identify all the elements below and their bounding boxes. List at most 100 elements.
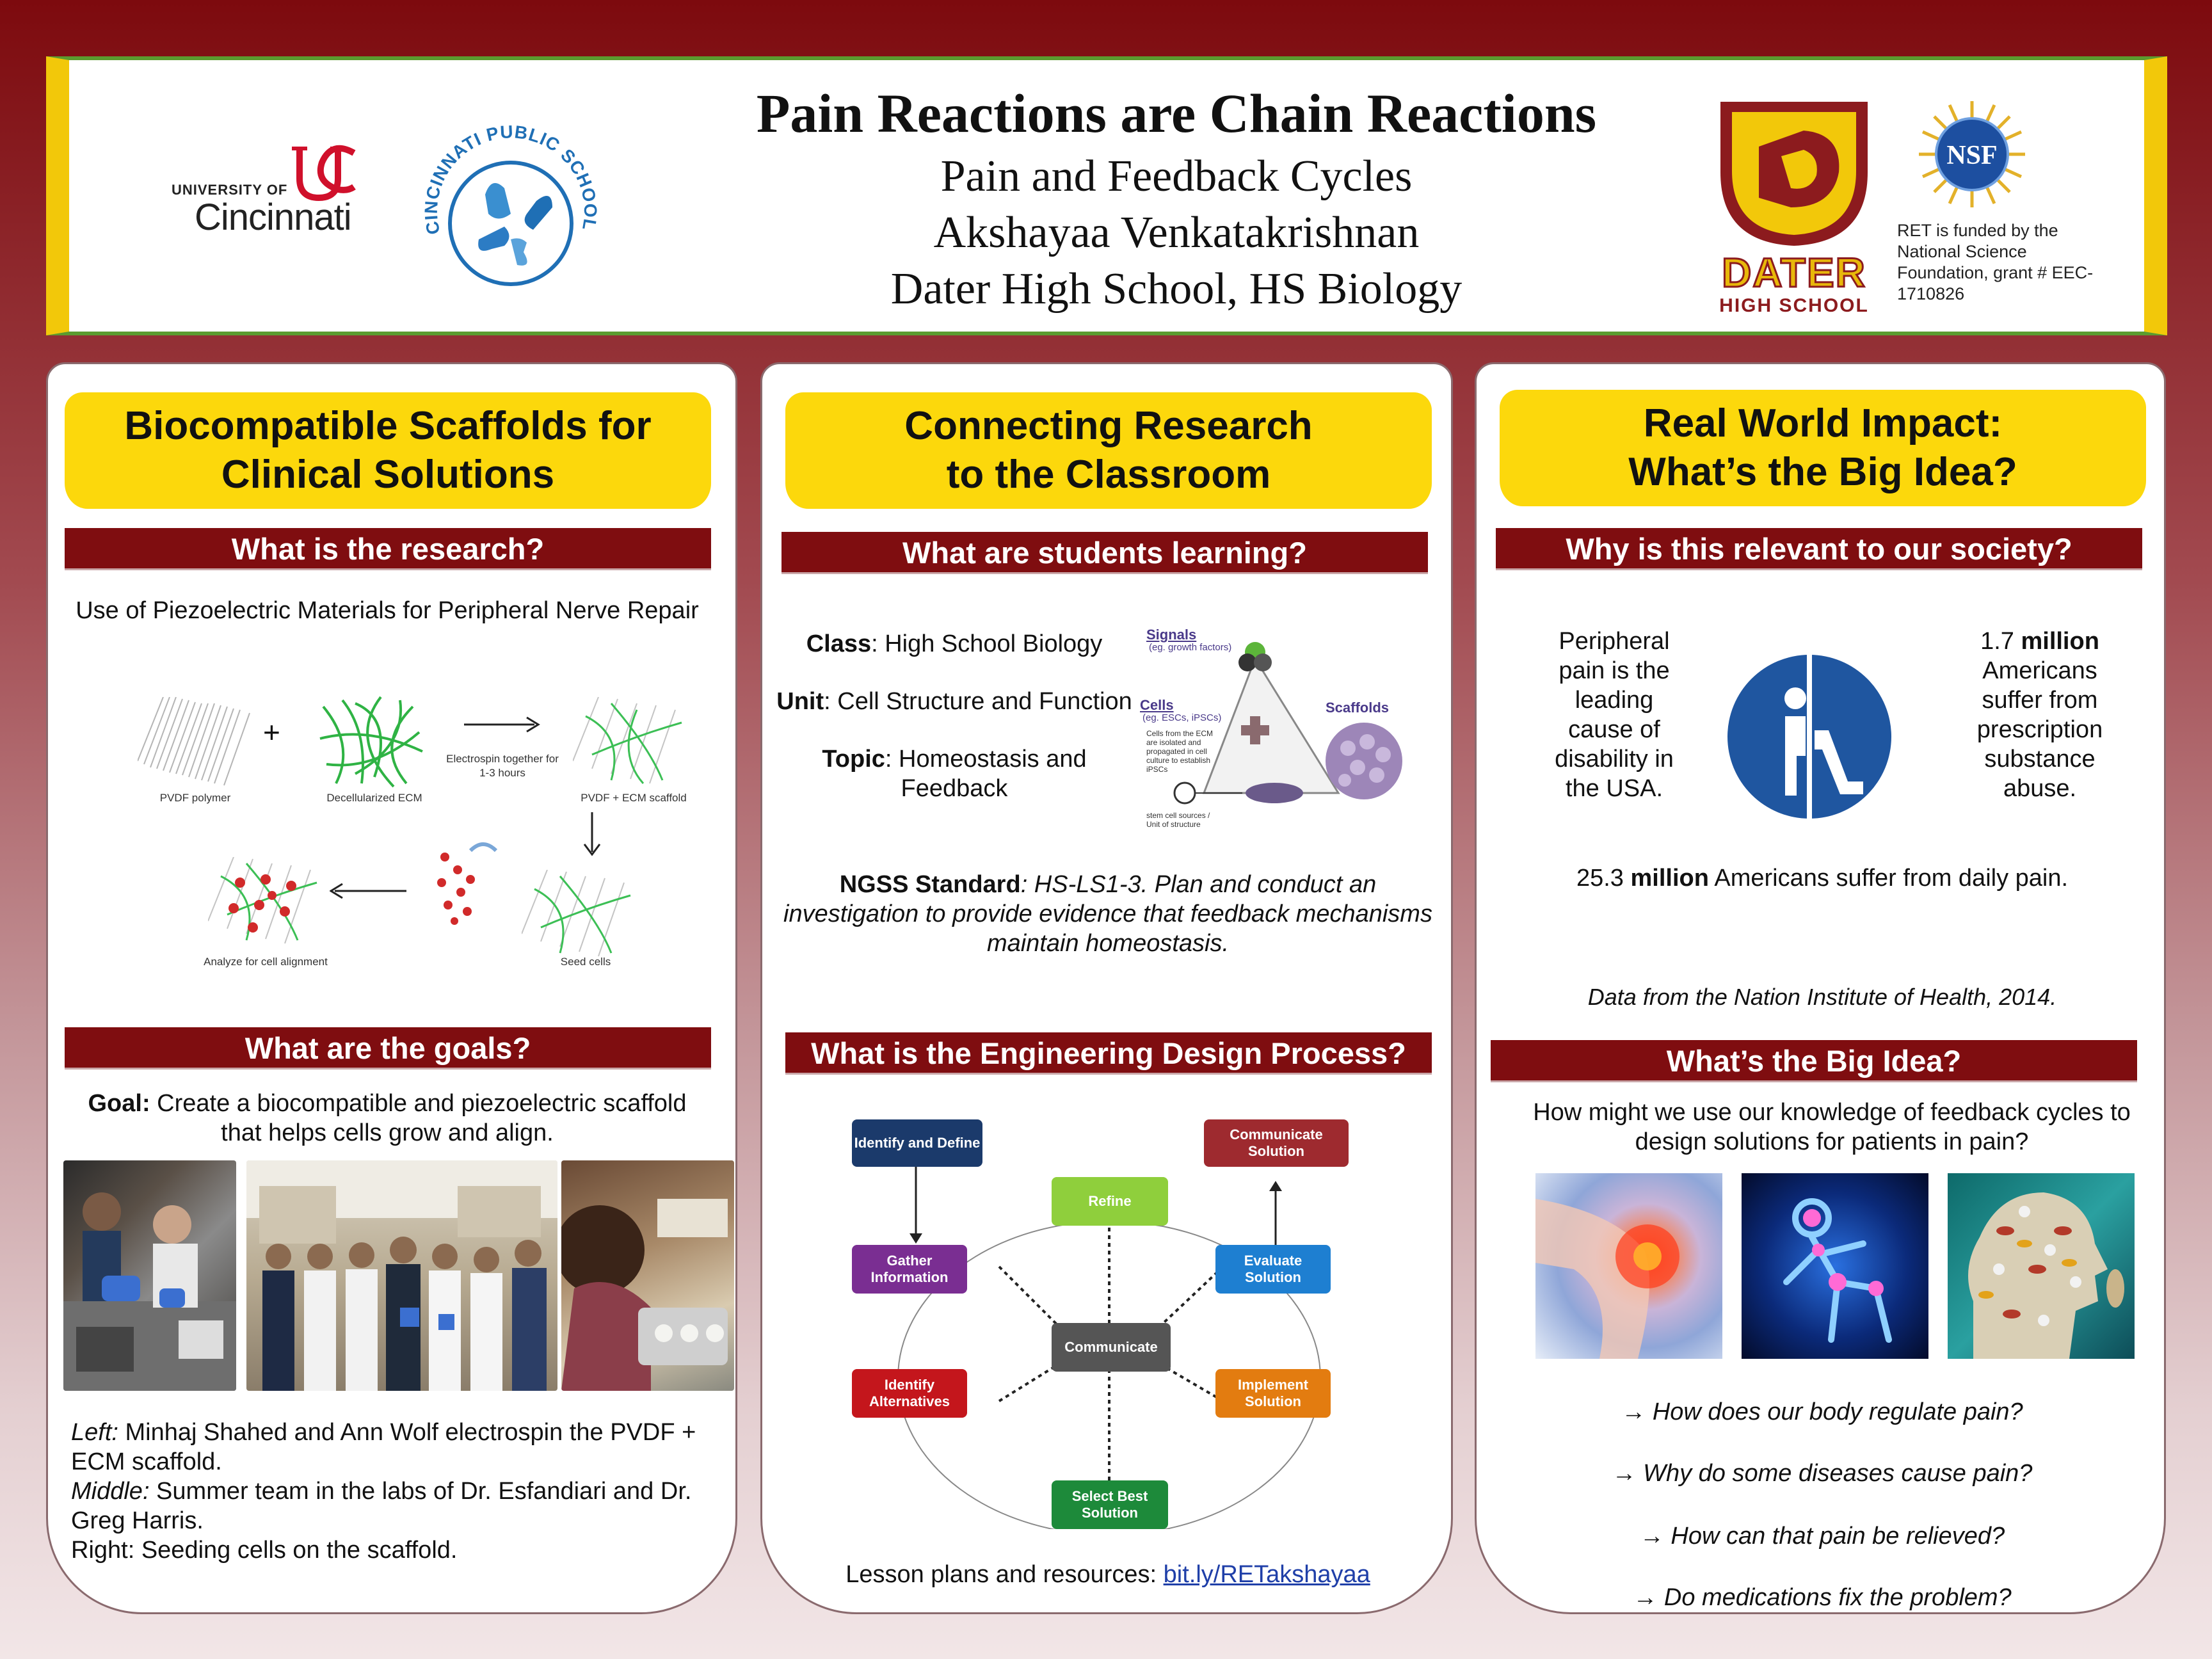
- classroom-banner-line2: to the Classroom: [946, 453, 1271, 497]
- identify-define-step: Identify and Define: [852, 1119, 982, 1167]
- header-text-block: Pain Reactions are Chain Reactions Pain …: [684, 78, 1669, 317]
- aligned-cells-scaffold: [208, 857, 317, 944]
- tissue-engineering-triangle: Signals (eg. growth factors) Cells (eg. …: [1140, 627, 1428, 851]
- pvdf-ecm-scaffold: [573, 697, 682, 784]
- medication-head-image: [1948, 1173, 2135, 1359]
- seed-cells-caption: Seed cells: [560, 956, 611, 968]
- analyze-caption: Analyze for cell alignment: [204, 956, 328, 968]
- nsf-funding-text: RET is funded by the National Science Fo…: [1897, 221, 2094, 303]
- classroom-banner: Connecting Research to the Classroom: [785, 392, 1432, 509]
- research-banner-line1: Biocompatible Scaffolds for: [124, 404, 652, 448]
- learning-heading: What are students learning?: [781, 532, 1428, 574]
- triangle-diagram: [1173, 642, 1402, 805]
- evaluate-solution-step: Evaluate Solution: [1215, 1245, 1331, 1294]
- question-1: → How does our body regulate pain?: [1621, 1399, 2023, 1425]
- poster-header: UNIVERSITY OF Cincinnati CINCINNATI PUBL…: [46, 56, 2167, 335]
- poster-school: Dater High School, HS Biology: [890, 264, 1463, 314]
- goal-text: Goal: Create a biocompatible and piezoel…: [74, 1089, 701, 1148]
- caption-right: Right: Seeding cells on the scaffold.: [71, 1537, 458, 1564]
- question-2: → Why do some diseases cause pain?: [1612, 1460, 2033, 1487]
- uc-small-label: UNIVERSITY OF: [172, 182, 288, 198]
- knee-pain-image: [1535, 1173, 1722, 1359]
- goals-heading: What are the goals?: [65, 1027, 711, 1070]
- poster-title: Pain Reactions are Chain Reactions: [756, 83, 1597, 144]
- cells-note: Cells from the ECM are isolated and prop…: [1146, 729, 1214, 774]
- bigidea-heading: What’s the Big Idea?: [1491, 1040, 2137, 1082]
- goal-body: Create a biocompatible and piezoelectric…: [150, 1090, 687, 1146]
- photo-summer-team: [246, 1160, 557, 1391]
- uc-big-label: Cincinnati: [195, 196, 352, 238]
- bigidea-question: How might we use our knowledge of feedba…: [1533, 1099, 2131, 1155]
- impact-banner-line2: What’s the Big Idea?: [1628, 450, 2017, 494]
- knee-pain-illustration: [1535, 1199, 1679, 1359]
- source-note: stem cell sources / Unit of structure: [1146, 811, 1210, 829]
- electrospin-caption: Electrospin together for 1-3 hours: [446, 753, 559, 779]
- photo-seeding-cells: [561, 1160, 734, 1391]
- poster-subtitle: Pain and Feedback Cycles: [940, 152, 1413, 201]
- communicate-step: Communicate: [1052, 1323, 1171, 1372]
- engineering-design-process-diagram: Identify and Define Communicate Solution…: [852, 1119, 1377, 1529]
- scaffolds-label: Scaffolds: [1326, 700, 1390, 716]
- question-4: → Do medications fix the problem?: [1633, 1584, 2012, 1611]
- university-of-cincinnati-logo: UNIVERSITY OF Cincinnati: [172, 143, 383, 246]
- gather-information-step: Gather Information: [852, 1245, 967, 1294]
- right-arrow-icon: [464, 716, 540, 733]
- select-best-solution-step: Select Best Solution: [1052, 1480, 1168, 1529]
- column-impact: Real World Impact: What’s the Big Idea? …: [1475, 362, 2166, 1614]
- body-pain-illustration: [1783, 1198, 1892, 1343]
- lesson-plans-line: Lesson plans and resources: bit.ly/RETak…: [846, 1561, 1370, 1588]
- uc-mark-icon: [292, 145, 356, 201]
- dater-d-shield-icon: [1720, 102, 1868, 246]
- research-banner-line2: Clinical Solutions: [221, 453, 555, 497]
- photo-electrospinning: [63, 1160, 236, 1391]
- peripheral-pain-stat: Peripheral pain is the leading cause of …: [1555, 628, 1674, 802]
- cincinnati-public-schools-logo: CINCINNATI PUBLIC SCHOOLS: [415, 111, 600, 286]
- dater-high-school-logo: DATER HIGH SCHOOL: [1708, 95, 1880, 316]
- classroom-banner-line1: Connecting Research: [904, 404, 1313, 448]
- scaffold-caption: PVDF + ECM scaffold: [581, 792, 687, 804]
- left-arrow-icon: [330, 883, 406, 899]
- dater-hs-label: HIGH SCHOOL: [1719, 295, 1869, 316]
- down-arrow-icon: [583, 812, 601, 856]
- electrospinning-lab-image: [63, 1192, 236, 1391]
- decellularized-ecm-fibers: [319, 696, 423, 788]
- column-research: Biocompatible Scaffolds for Clinical Sol…: [46, 362, 737, 1614]
- ngss-standard: NGSS Standard: HS-LS1-3. Plan and conduc…: [783, 871, 1432, 957]
- nsf-logo: NSF: [1919, 101, 2025, 207]
- goal-label: Goal:: [88, 1090, 150, 1117]
- communicate-solution-step: Communicate Solution: [1204, 1119, 1349, 1167]
- caption-left: Left: Minhaj Shahed and Ann Wolf electro…: [71, 1419, 696, 1475]
- seeding-cells-image: [561, 1199, 728, 1391]
- identify-alternatives-step: Identify Alternatives: [852, 1369, 967, 1418]
- ecm-caption: Decellularized ECM: [326, 792, 422, 804]
- research-text: Use of Piezoelectric Materials for Perip…: [76, 597, 699, 624]
- implement-solution-step: Implement Solution: [1215, 1369, 1331, 1418]
- substance-abuse-stat: 1.7 million Americans suffer from prescr…: [1976, 628, 2103, 802]
- photo-captions: Left: Minhaj Shahed and Ann Wolf electro…: [71, 1418, 717, 1565]
- class-line: Class: High School Biology: [806, 630, 1103, 657]
- dater-name: DATER: [1721, 249, 1866, 297]
- question-3: → How can that pain be relieved?: [1639, 1523, 2005, 1550]
- impact-banner: Real World Impact: What’s the Big Idea?: [1500, 390, 2146, 506]
- edp-heading: What is the Engineering Design Process?: [785, 1032, 1432, 1075]
- impact-banner-line1: Real World Impact:: [1643, 401, 2003, 445]
- seeded-scaffold: [522, 870, 631, 957]
- unit-line: Unit: Cell Structure and Function: [776, 688, 1132, 715]
- column-classroom: Connecting Research to the Classroom Wha…: [760, 362, 1453, 1614]
- lesson-plans-link[interactable]: bit.ly/RETakshayaa: [1163, 1561, 1370, 1588]
- topic-line: Topic: Homeostasis and Feedback: [822, 746, 1087, 802]
- seed-cells-dots: [437, 842, 498, 925]
- signals-sub: (eg. growth factors): [1149, 642, 1232, 653]
- pvdf-polymer-mesh: [138, 697, 250, 786]
- pvdf-caption: PVDF polymer: [159, 792, 231, 804]
- poster-author: Akshayaa Venkatakrishnan: [933, 208, 1420, 257]
- research-heading: What is the research?: [65, 528, 711, 570]
- pill-head-illustration: [1968, 1192, 2124, 1359]
- caption-middle: Middle: Summer team in the labs of Dr. E…: [71, 1478, 692, 1534]
- body-pain-image: [1742, 1173, 1928, 1359]
- data-source: Data from the Nation Institute of Health…: [1587, 984, 2057, 1010]
- svg-text:NSF: NSF: [1946, 141, 1997, 170]
- daily-pain-stat: 25.3 million Americans suffer from daily…: [1576, 865, 2069, 892]
- signals-label: Signals: [1146, 627, 1197, 643]
- plus-sign: +: [263, 716, 280, 749]
